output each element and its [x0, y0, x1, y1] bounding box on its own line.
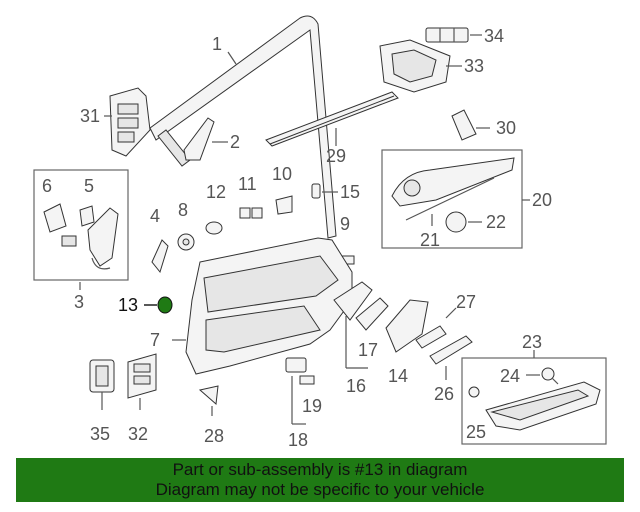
- part-26-trim-strip[interactable]: [429, 335, 473, 365]
- part-14-pull-cup[interactable]: [385, 299, 429, 353]
- part-34-switch[interactable]: [425, 27, 469, 43]
- part-13-clip[interactable]: [157, 296, 173, 314]
- label-9: 9: [340, 214, 350, 234]
- label-26: 26: [434, 384, 454, 404]
- label-29: 29: [326, 146, 346, 166]
- part-24-screw[interactable]: [541, 367, 559, 385]
- part-11-clips[interactable]: [239, 207, 263, 219]
- label-31: 31: [80, 106, 100, 126]
- part-30-badge[interactable]: [451, 109, 477, 141]
- label-30: 30: [496, 118, 516, 138]
- part-18-switch-bezel[interactable]: [285, 357, 307, 373]
- part-31-switch-panel[interactable]: [109, 87, 151, 157]
- part-35-switch[interactable]: [89, 359, 115, 393]
- label-25: 25: [466, 422, 486, 442]
- label-6: 6: [42, 176, 52, 196]
- label-20: 20: [532, 190, 552, 210]
- label-5: 5: [84, 176, 94, 196]
- label-13: 13: [118, 295, 138, 315]
- part-32-switch-panel[interactable]: [127, 353, 157, 399]
- label-28: 28: [204, 426, 224, 446]
- leader-1: [227, 51, 237, 65]
- label-11: 11: [238, 174, 257, 194]
- banner-line-1: Part or sub-assembly is #13 in diagram: [172, 460, 468, 479]
- part-7-door-trim-panel[interactable]: [185, 237, 353, 375]
- info-banner: Part or sub-assembly is #13 in diagram D…: [16, 458, 624, 502]
- part-17-handle[interactable]: [333, 281, 389, 331]
- label-22: 22: [486, 212, 506, 232]
- part-23-armrest[interactable]: [485, 381, 601, 431]
- label-18: 18: [288, 430, 308, 450]
- label-19: 19: [302, 396, 322, 416]
- label-14: 14: [388, 366, 408, 386]
- part-22-ring[interactable]: [445, 211, 467, 233]
- part-2-mirror-cover[interactable]: [183, 117, 215, 161]
- leader-27: [445, 307, 457, 319]
- part-27-switch-bezel[interactable]: [415, 325, 447, 349]
- label-1: 1: [212, 34, 222, 54]
- label-15: 15: [340, 182, 360, 202]
- part-8-grommet[interactable]: [177, 233, 195, 251]
- part-21-trim-insert[interactable]: [391, 157, 515, 221]
- part-19-screw[interactable]: [299, 375, 315, 385]
- part-25-grommet[interactable]: [468, 386, 480, 398]
- label-12: 12: [206, 182, 226, 202]
- label-7: 7: [150, 330, 160, 350]
- label-33: 33: [464, 56, 484, 76]
- part-12-plug[interactable]: [205, 221, 223, 235]
- label-4: 4: [150, 206, 160, 226]
- label-8: 8: [178, 200, 188, 220]
- label-35: 35: [90, 424, 110, 444]
- label-3: 3: [74, 292, 84, 312]
- group-box-3: [33, 169, 129, 281]
- label-17: 17: [358, 340, 378, 360]
- part-33-switch-housing[interactable]: [379, 39, 451, 93]
- label-21: 21: [420, 230, 440, 250]
- label-34: 34: [484, 26, 504, 46]
- banner-line-2: Diagram may not be specific to your vehi…: [155, 480, 485, 499]
- label-32: 32: [128, 424, 148, 444]
- part-5-6-assembly[interactable]: [43, 203, 119, 270]
- label-23: 23: [522, 332, 542, 352]
- part-4-bracket[interactable]: [151, 239, 169, 274]
- label-16: 16: [346, 376, 366, 396]
- label-27: 27: [456, 292, 476, 312]
- part-15-pin[interactable]: [311, 183, 321, 199]
- label-24: 24: [500, 366, 520, 386]
- label-10: 10: [272, 164, 292, 184]
- part-28-cover[interactable]: [198, 385, 219, 406]
- part-29-weatherstrip[interactable]: [265, 91, 399, 147]
- part-10-clip[interactable]: [275, 195, 293, 215]
- group-box-20: [381, 149, 523, 249]
- label-2: 2: [230, 132, 240, 152]
